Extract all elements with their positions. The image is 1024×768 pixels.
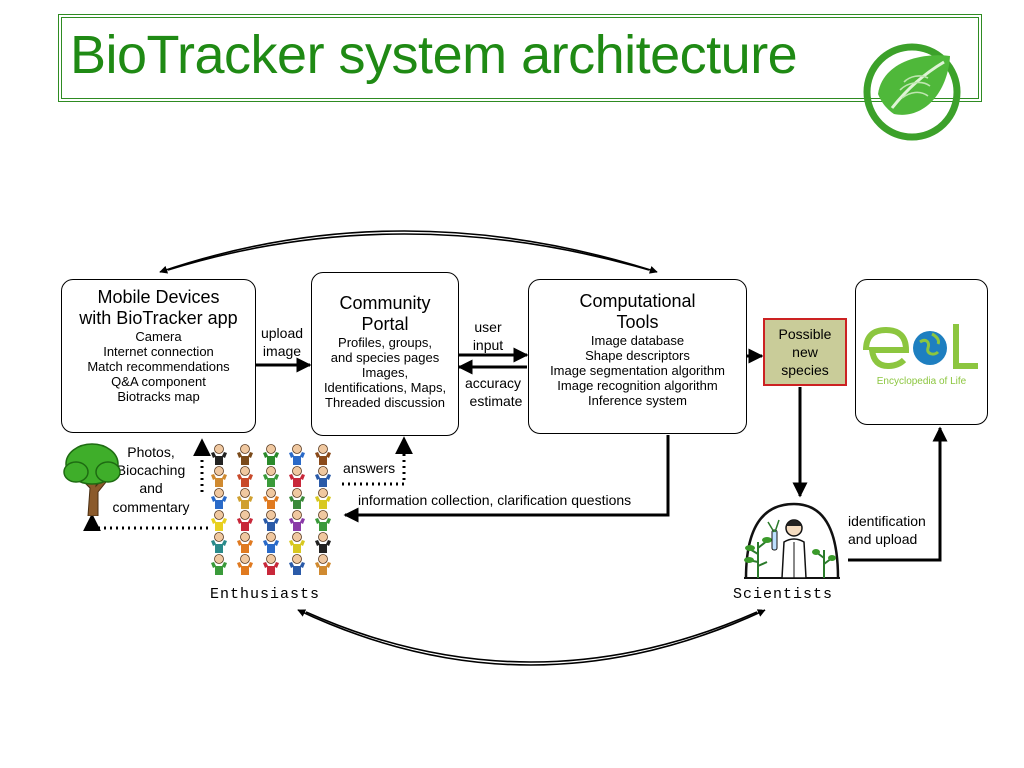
info-collection-label: information collection, clarification qu… [358, 492, 632, 508]
info-collection-arrow [343, 435, 670, 523]
mobile-item: Internet connection [103, 344, 214, 360]
portal-item: and species pages [330, 350, 440, 366]
mobile-title-line-2: with BioTracker app [79, 307, 238, 328]
photos-line: Biocaching [116, 462, 186, 479]
portal-item: Profiles, groups, [338, 335, 432, 351]
tools-item: Image segmentation algorithm [550, 363, 725, 379]
tree-dotted-arrow [83, 513, 208, 532]
computational-tools-box: Computational Tools Image database Shape… [528, 279, 747, 434]
tree-icon [63, 443, 121, 516]
community-portal-box: Community Portal Profiles, groups, and s… [311, 272, 459, 436]
portal-title-line-2: Portal [361, 313, 409, 334]
photos-line: commentary [112, 498, 190, 515]
identification-upload-arrow [848, 426, 948, 562]
eol-logo [863, 324, 978, 370]
possible-line: species [781, 362, 829, 379]
upload-label-line: image [262, 343, 302, 360]
answers-dotted-arrow [342, 436, 413, 486]
bottom-double-arc [297, 609, 766, 666]
tools-item: Shape descriptors [585, 348, 690, 364]
upload-image-label: upload image [258, 324, 306, 360]
identification-line: identification [848, 513, 926, 529]
mobile-item: Biotracks map [117, 389, 200, 405]
mobile-devices-box: Mobile Devices with BioTracker app Camer… [61, 279, 256, 433]
portal-title-line-1: Community [339, 293, 431, 313]
photos-line: and [139, 480, 163, 497]
possible-new-species-box: Possible new species [763, 318, 847, 386]
top-double-arc [159, 230, 658, 274]
tools-item: Image database [590, 333, 685, 349]
possible-line: Possible [778, 326, 832, 342]
tools-item: Image recognition algorithm [557, 378, 718, 394]
accuracy-line: estimate [469, 393, 523, 410]
portal-item: Identifications, Maps, [323, 380, 447, 396]
tools-item: Inference system [588, 393, 687, 409]
user-input-label: user input [466, 318, 510, 354]
answers-label: answers [343, 460, 396, 476]
title-frame [58, 14, 982, 102]
photos-label: Photos, Biocaching and commentary [106, 443, 196, 516]
identification-line: and upload [848, 531, 918, 548]
mobile-item: Q&A component [111, 374, 206, 390]
accuracy-line: accuracy [464, 375, 522, 391]
user-input-line: user [474, 319, 502, 335]
mobile-item: Camera [135, 329, 182, 345]
enthusiasts-label: Enthusiasts [210, 586, 321, 603]
tools-title-line-2: Tools [616, 311, 659, 332]
eol-box: Encyclopedia of Life [855, 279, 988, 425]
user-input-line: input [472, 337, 504, 354]
possible-line: new [792, 344, 818, 361]
scientists-label: Scientists [733, 586, 834, 603]
mobile-item: Match recommendations [87, 359, 230, 375]
mobile-title-line-1: Mobile Devices [97, 287, 220, 307]
identification-upload-label: identification and upload [848, 512, 926, 548]
portal-item: Images, [361, 365, 409, 381]
enthusiasts-crowd-icon [210, 444, 332, 576]
upload-label-line: upload [260, 325, 304, 341]
photos-line: Photos, [127, 444, 175, 460]
scientist-icon [744, 502, 840, 579]
eol-subtitle: Encyclopedia of Life [876, 376, 967, 387]
biotracker-leaf-logo [863, 43, 961, 141]
portal-item: Threaded discussion [325, 395, 445, 411]
tools-title-line-1: Computational [579, 291, 696, 311]
accuracy-estimate-label: accuracy estimate [459, 374, 527, 410]
slide-title: BioTracker system architecture [70, 25, 798, 85]
